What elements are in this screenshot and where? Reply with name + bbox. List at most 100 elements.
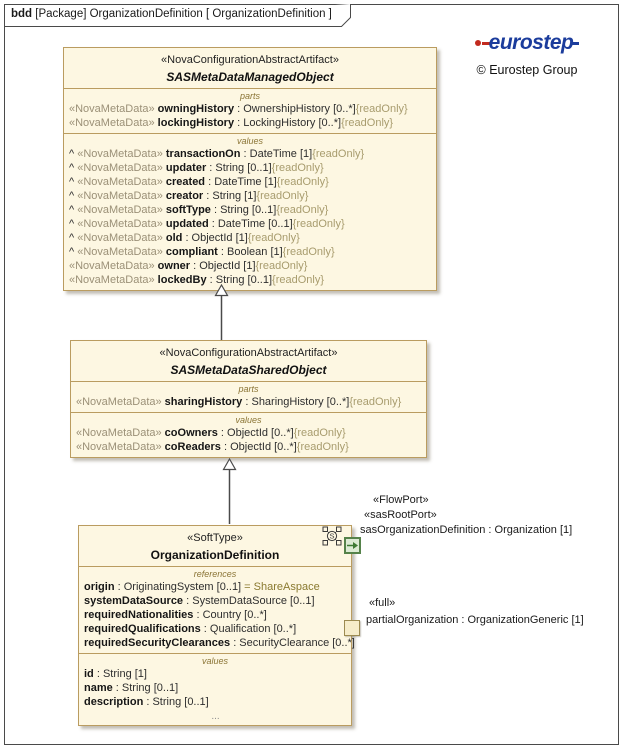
attribute-row: ^ «NovaMetaData» updater : String [0..1]…: [64, 161, 436, 175]
attr-type: : String [0..1]: [206, 274, 273, 286]
attribute-row: ^ «NovaMetaData» creator : String [1]{re…: [64, 189, 436, 203]
attr-modifier: {readOnly}: [276, 204, 329, 216]
attribute-row: «NovaMetaData» lockedBy : String [0..1]{…: [64, 273, 436, 287]
diagram-tab: bdd [Package] OrganizationDefinition [ O…: [11, 8, 332, 20]
attr-stereotype: «NovaMetaData»: [69, 260, 158, 272]
attr-modifier: {readOnly}: [296, 441, 349, 453]
attr-modifier: {readOnly}: [349, 396, 402, 408]
generalization-arrow-shared-to-managed[interactable]: [213, 284, 230, 342]
attribute-row: requiredQualifications : Qualification […: [79, 622, 351, 636]
attr-name: sharingHistory: [164, 396, 243, 408]
compartment-label: values: [201, 656, 228, 666]
compartment-label: references: [193, 569, 237, 579]
attr-prefix: ^: [69, 176, 78, 188]
class-name: OrganizationDefinition: [150, 548, 280, 562]
attr-name: softType: [165, 204, 211, 216]
class-box-sasmetadatasharedobject[interactable]: «NovaConfigurationAbstractArtifact» SASM…: [70, 340, 427, 458]
attr-name: requiredNationalities: [84, 609, 194, 621]
attribute-row: name : String [0..1]: [79, 681, 351, 695]
attribute-row: ^ «NovaMetaData» updated : DateTime [0..…: [64, 217, 436, 231]
attr-stereotype: «NovaMetaData»: [76, 427, 165, 439]
attr-type: : Country [0..*]: [193, 609, 267, 621]
compartment-label: values: [235, 415, 262, 425]
attr-prefix: ^: [69, 218, 78, 230]
port-stereotype: «FlowPort»: [373, 494, 429, 506]
flow-port[interactable]: [344, 537, 361, 554]
attr-type: : OwnershipHistory [0..*]: [234, 103, 356, 115]
attr-name: created: [165, 176, 206, 188]
attr-modifier: {readOnly}: [272, 274, 324, 286]
attr-name: requiredQualifications: [84, 623, 201, 635]
more-indicator: ...: [211, 711, 220, 722]
attr-modifier: {readOnly}: [293, 427, 346, 439]
class-name: SASMetaDataSharedObject: [170, 363, 327, 377]
attr-type: : DateTime [1]: [205, 176, 277, 188]
attribute-row: «NovaMetaData» coReaders : ObjectId [0..…: [71, 440, 426, 454]
structure-compartment-icon[interactable]: S: [322, 526, 342, 546]
logo-dash-icon: [571, 41, 580, 45]
class-stereotype: «SoftType»: [187, 532, 243, 544]
attr-modifier: {readOnly}: [247, 232, 300, 244]
compartment-label: parts: [239, 91, 260, 101]
attr-modifier: {readOnly}: [341, 117, 394, 129]
compartment-references: references origin : OriginatingSystem [0…: [79, 566, 355, 653]
attr-prefix: ^: [69, 162, 78, 174]
attr-type: : ObjectId [1]: [190, 260, 256, 272]
attr-type: : SystemDataSource [0..1]: [183, 595, 315, 607]
attr-stereotype: «NovaMetaData»: [69, 274, 158, 286]
attr-name: requiredSecurityClearances: [84, 637, 231, 649]
attr-type: : ObjectId [0..*]: [217, 427, 294, 439]
full-port-labels: «full» partialOrganization : Organizatio…: [366, 595, 584, 628]
attr-name: transactionOn: [165, 148, 241, 160]
attr-type: : Qualification [0..*]: [200, 623, 297, 635]
attr-name: lockedBy: [157, 274, 207, 286]
attr-modifier: {readOnly}: [312, 148, 365, 160]
attribute-row: systemDataSource : SystemDataSource [0..…: [79, 594, 351, 608]
diagram-kind-label: bdd: [11, 8, 33, 20]
flow-port-labels: «FlowPort» «sasRootPort» sasOrganization…: [360, 493, 572, 538]
attr-stereotype: «NovaMetaData»: [77, 204, 166, 216]
port-name: partialOrganization : OrganizationGeneri…: [366, 613, 584, 626]
attribute-row: «NovaMetaData» owner : ObjectId [1]{read…: [64, 259, 436, 273]
attribute-row: «NovaMetaData» owningHistory : Ownership…: [64, 102, 436, 116]
class-box-sasmetadatamanagedobject[interactable]: «NovaConfigurationAbstractArtifact» SASM…: [63, 47, 437, 291]
attr-type: : String [1]: [203, 190, 257, 202]
attr-type: : String [0..1]: [112, 682, 179, 694]
class-stereotype: «NovaConfigurationAbstractArtifact»: [159, 347, 338, 359]
class-header: «NovaConfigurationAbstractArtifact» SASM…: [71, 341, 426, 381]
attribute-row: ^ «NovaMetaData» created : DateTime [1]{…: [64, 175, 436, 189]
attr-type: : String [0..1]: [143, 696, 209, 708]
attr-name: id: [84, 668, 94, 680]
generalization-arrow-org-to-shared[interactable]: [221, 458, 238, 526]
attr-prefix: ^: [69, 232, 78, 244]
attr-stereotype: «NovaMetaData»: [77, 176, 166, 188]
class-header: «SoftType» OrganizationDefinition: [79, 526, 351, 566]
logo-dash-icon: [481, 41, 490, 45]
attr-name: systemDataSource: [84, 595, 184, 607]
port-name: sasOrganizationDefinition : Organization…: [360, 524, 573, 536]
attr-type: : DateTime [1]: [240, 148, 313, 160]
class-box-organizationdefinition[interactable]: «SoftType» OrganizationDefinition refere…: [78, 525, 355, 726]
attribute-row: requiredNationalities : Country [0..*]: [79, 608, 351, 622]
attr-modifier: {readOnly}: [355, 103, 408, 115]
attr-name: old: [165, 232, 183, 244]
attr-stereotype: «NovaMetaData»: [77, 246, 166, 258]
attr-prefix: ^: [69, 148, 78, 160]
attr-type: : ObjectId [0..*]: [220, 441, 297, 453]
attr-name: updated: [165, 218, 209, 230]
compartment-values: values «NovaMetaData» coOwners : ObjectI…: [71, 412, 426, 457]
attr-name: origin: [84, 581, 115, 593]
attr-name: creator: [165, 190, 204, 202]
full-port[interactable]: [344, 620, 360, 636]
attr-name: owningHistory: [157, 103, 235, 115]
compartment-parts: parts «NovaMetaData» owningHistory : Own…: [64, 88, 436, 133]
attr-modifier: {readOnly}: [255, 260, 308, 272]
attr-type: : Boolean [1]: [217, 246, 283, 258]
attr-stereotype: «NovaMetaData»: [77, 148, 166, 160]
attribute-row: requiredSecurityClearances : SecurityCle…: [79, 636, 355, 650]
compartment-label: values: [236, 136, 263, 146]
attr-modifier: {readOnly}: [271, 162, 324, 174]
attr-name: owner: [157, 260, 191, 272]
compartment-label: parts: [238, 384, 259, 394]
compartment-values: values id : String [1]name : String [0..…: [79, 653, 351, 725]
